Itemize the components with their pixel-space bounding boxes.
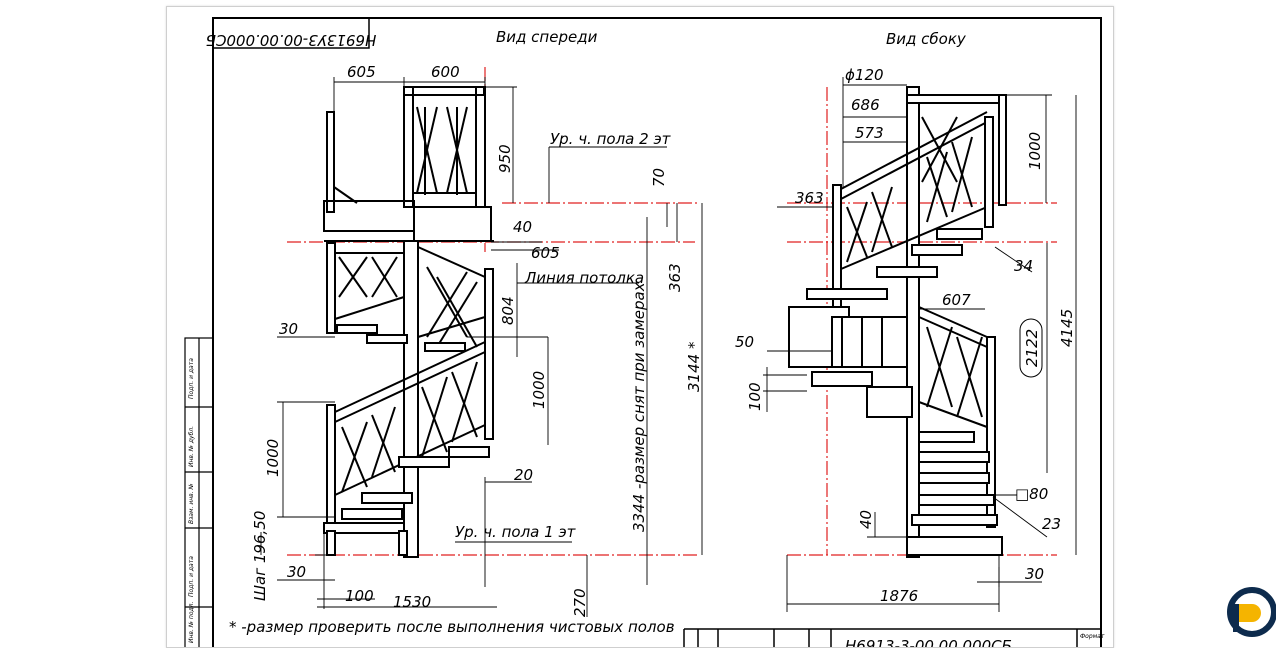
floor2-label: Ур. ч. пола 2 эт bbox=[550, 130, 672, 148]
drawing-sheet: Подп. и дата Инв. № дубл. Взам. инв. № П… bbox=[166, 6, 1114, 648]
dim-573: 573 bbox=[855, 124, 884, 142]
dim-30-left: 30 bbox=[279, 320, 298, 338]
ceiling-label: Линия потолка bbox=[524, 269, 644, 287]
front-view-title: Вид спереди bbox=[496, 28, 598, 46]
margin-label-2: Инв. № дубл. bbox=[188, 426, 195, 467]
dim-363-side: 363 bbox=[795, 189, 824, 207]
brand-logo-icon bbox=[1227, 587, 1276, 637]
dim-686: 686 bbox=[851, 96, 880, 114]
margin-label-3: Взам. инв. № bbox=[188, 483, 195, 524]
margin-stamp bbox=[184, 337, 214, 647]
dim-34: 34 bbox=[1014, 257, 1033, 275]
margin-label-5: Инв. № подл. bbox=[188, 602, 195, 643]
margin-label-1: Подп. и дата bbox=[188, 358, 195, 399]
dim-30-side: 30 bbox=[1025, 565, 1044, 583]
dim-30-bottom: 30 bbox=[287, 563, 306, 581]
dim-1530: 1530 bbox=[393, 593, 431, 611]
dim-2122-oval bbox=[1019, 318, 1043, 378]
title-block-code: Н6913-3-00.00.000СБ bbox=[845, 637, 1012, 647]
dim-70: 70 bbox=[650, 168, 668, 187]
dim-1876: 1876 bbox=[880, 587, 918, 605]
code-stamp: Н6913У3-00.00.000СБ bbox=[206, 31, 377, 49]
dim-20: 20 bbox=[514, 466, 533, 484]
side-dim-lines bbox=[763, 77, 1077, 612]
front-lower-flight bbox=[323, 341, 490, 556]
dim-607: 607 bbox=[942, 291, 971, 309]
step-label: Шаг 196,50 bbox=[251, 511, 269, 601]
code-stamp-box bbox=[212, 17, 370, 49]
dim-100: 100 bbox=[345, 587, 374, 605]
dim-40-side: 40 bbox=[857, 510, 875, 529]
dim-605-top: 605 bbox=[347, 63, 376, 81]
dim-270: 270 bbox=[571, 588, 589, 617]
front-upper-flight bbox=[326, 242, 494, 440]
margin-label-4: Подп. и дата bbox=[188, 556, 195, 597]
dim-2122: 2122 bbox=[1023, 329, 1041, 367]
dim-605-mid: 605 bbox=[531, 244, 560, 262]
side-view-title: Вид сбоку bbox=[886, 30, 967, 48]
dim-3144: 3144 * bbox=[685, 341, 703, 392]
side-structure bbox=[788, 86, 1007, 558]
dim-100-side: 100 bbox=[746, 382, 764, 411]
dim-363: 363 bbox=[666, 263, 684, 292]
front-central-pole bbox=[403, 240, 419, 558]
floor1-label: Ур. ч. пола 1 эт bbox=[455, 523, 577, 541]
dim-950: 950 bbox=[496, 144, 514, 173]
margin-labels: Подп. и дата Инв. № дубл. Взам. инв. № П… bbox=[188, 358, 195, 643]
measured-label: 3344 -размер снят при замерах bbox=[630, 282, 648, 532]
dim-phi120: ϕ120 bbox=[845, 66, 884, 84]
dim-80: □80 bbox=[1015, 485, 1048, 503]
dim-1000-side: 1000 bbox=[1026, 132, 1044, 170]
dim-600: 600 bbox=[431, 63, 460, 81]
format-label: Формат bbox=[1080, 633, 1105, 640]
note-text: * -размер проверить после выполнения чис… bbox=[229, 618, 675, 636]
dim-23: 23 bbox=[1042, 515, 1061, 533]
front-dim-lines bbox=[260, 77, 703, 617]
front-upper-landing bbox=[323, 86, 494, 242]
dim-40: 40 bbox=[513, 218, 532, 236]
dim-804: 804 bbox=[499, 296, 517, 325]
dim-1000-mid: 1000 bbox=[530, 371, 548, 409]
stair-drawing: Подп. и дата Инв. № дубл. Взам. инв. № П… bbox=[184, 17, 1105, 647]
dim-50-side: 50 bbox=[735, 333, 754, 351]
dim-1000-left: 1000 bbox=[264, 439, 282, 477]
dim-4145: 4145 bbox=[1058, 309, 1076, 347]
